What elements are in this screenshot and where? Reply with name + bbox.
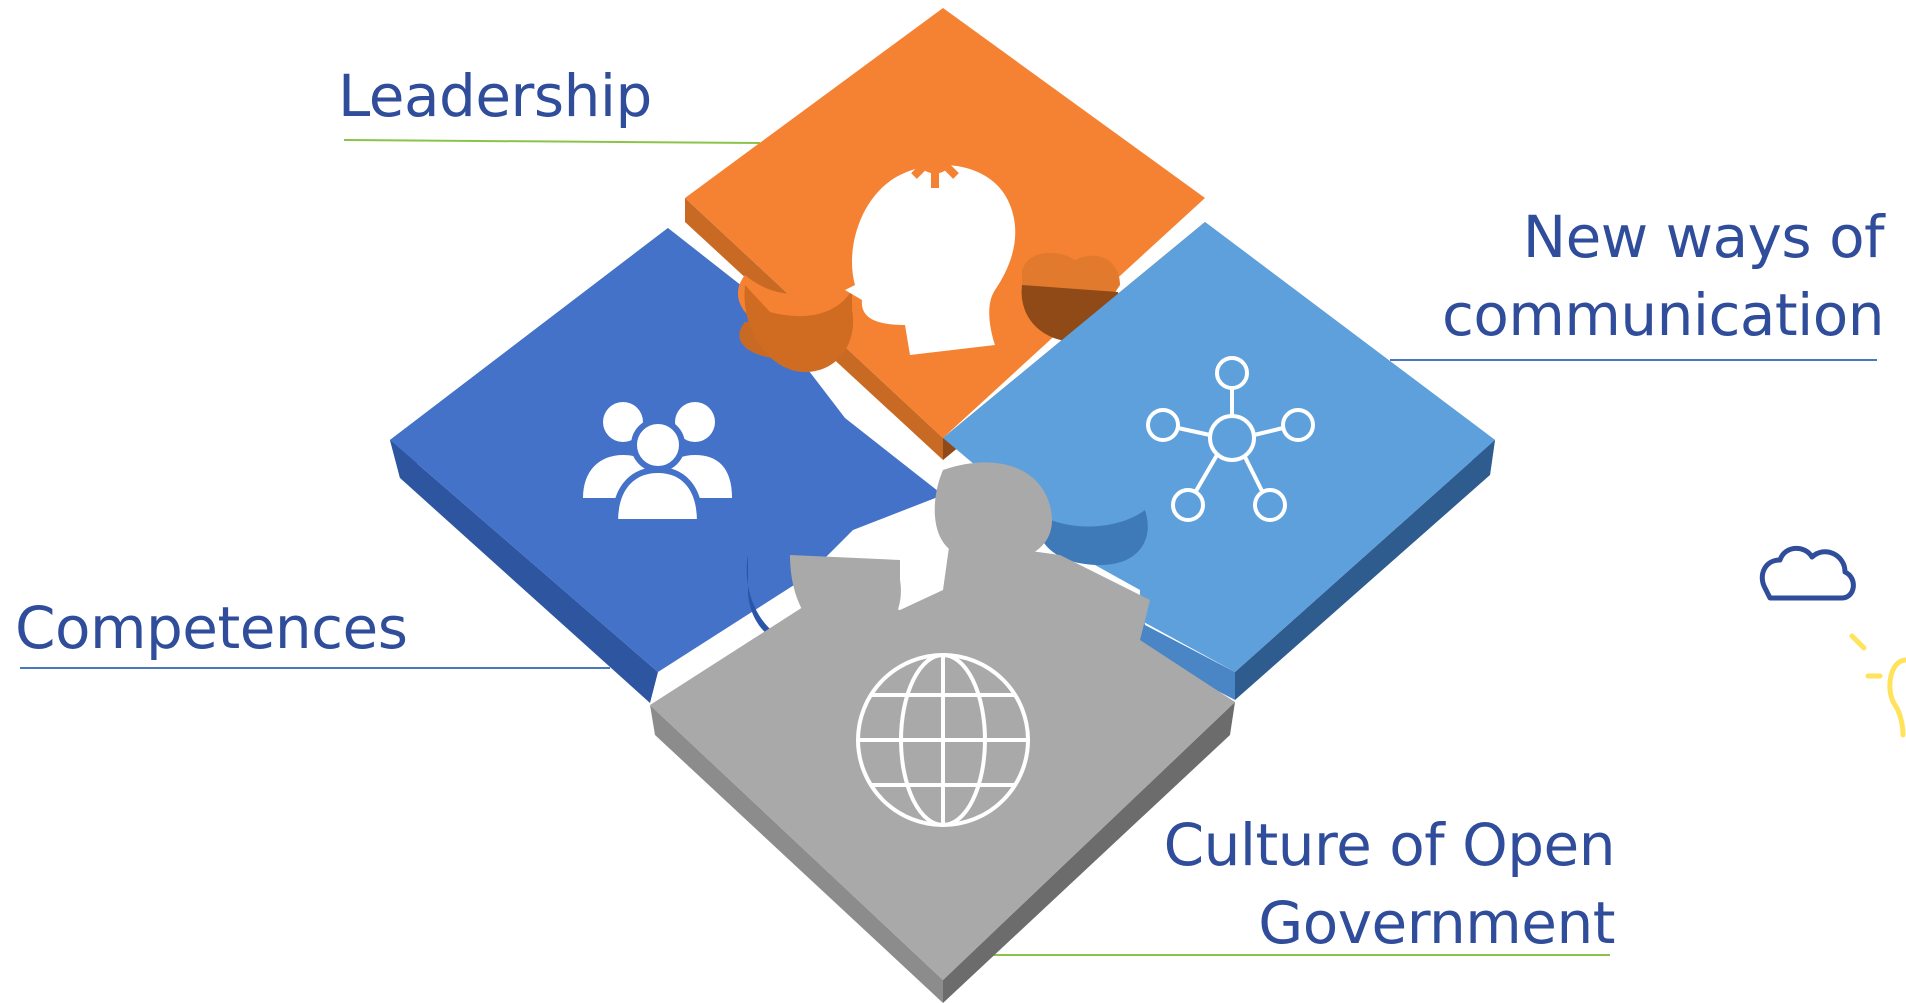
label-communication: New ways of communication [1441,198,1885,354]
head-gears-icon [845,165,1016,355]
label-communication-line-1: New ways of [1522,203,1885,271]
globe-icon [856,653,1030,827]
label-communication-line-2: communication [1441,281,1885,349]
puzzle-piece-communication [943,222,1495,700]
lightbulb-icon [1849,633,1906,738]
network-hub-icon [1146,356,1315,522]
people-group-icon [583,402,732,525]
label-culture: Culture of Open Government [1163,806,1616,962]
label-competences: Competences [15,589,408,667]
cloud-icon [1759,545,1856,601]
label-competences-line-1: Competences [15,594,408,662]
label-leadership: Leadership [338,57,652,135]
leader-line-leadership [343,139,761,144]
label-leadership-line-1: Leadership [338,62,652,130]
gear-icon [905,125,965,188]
label-culture-line-1: Culture of Open [1163,811,1616,879]
label-culture-line-2: Government [1258,889,1615,957]
